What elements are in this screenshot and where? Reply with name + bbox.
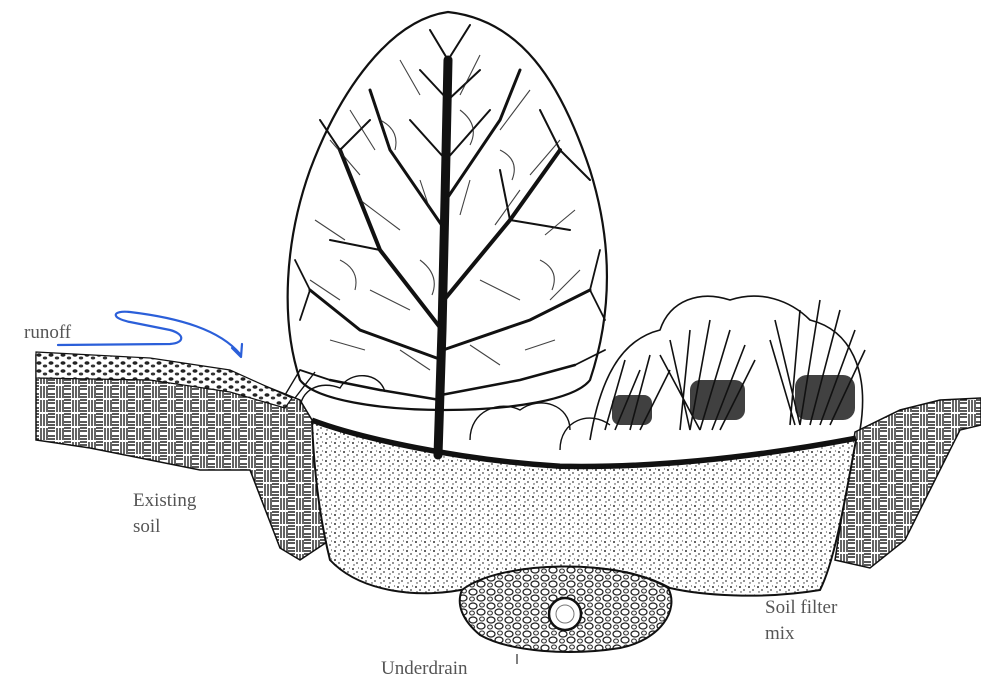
soil-filter-mix-label: Soil filter mix <box>765 595 837 647</box>
soil-filter-mix-label-line2: mix <box>765 621 837 647</box>
soil-filter-mix-label-line1: Soil filter <box>765 595 837 621</box>
runoff-arrow <box>58 312 242 357</box>
underdrain-pipe <box>549 598 581 630</box>
tree <box>295 25 605 455</box>
existing-soil-right <box>835 398 981 568</box>
runoff-label: runoff <box>24 320 71 346</box>
underdrain-label: Underdrain <box>381 656 468 682</box>
existing-soil-label-line2: soil <box>133 514 196 540</box>
existing-soil-label-line1: Existing <box>133 488 196 514</box>
existing-soil-label: Existing soil <box>133 488 196 540</box>
